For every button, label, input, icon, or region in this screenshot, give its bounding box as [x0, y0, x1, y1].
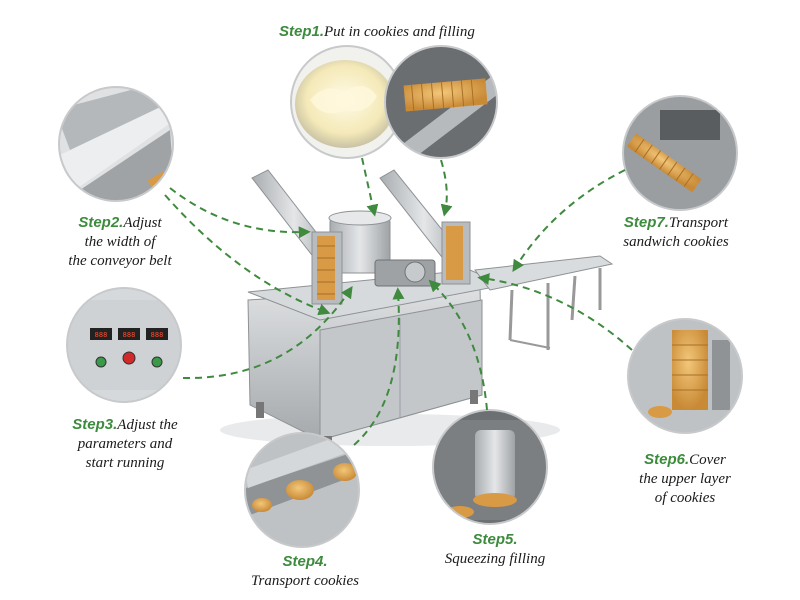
inset-sandwich-output — [622, 95, 738, 211]
display-1: 888 — [95, 331, 108, 339]
inset-control-panel: 888 888 888 — [66, 287, 182, 403]
step3-line-2: start running — [85, 455, 165, 471]
arrow-step7 — [512, 169, 626, 273]
step3-number: Step3. — [72, 416, 118, 433]
step3-line-1: parameters and — [77, 436, 173, 452]
inset-cookies-on-belt — [244, 432, 360, 548]
sandwich-cookie-machine — [220, 169, 614, 450]
inset-filling-bowl — [290, 45, 404, 159]
step5-line-1: Squeezing filling — [444, 551, 546, 567]
step4-line-1: Transport cookies — [251, 573, 359, 589]
step7-label: Step7.Transport sandwich cookies — [596, 213, 756, 252]
arrow-step5 — [428, 279, 488, 411]
step3-text: Adjust the — [117, 417, 178, 433]
step5-label: Step5. Squeezing filling — [420, 530, 570, 569]
step6-line-1: the upper layer — [639, 471, 731, 487]
step6-line-2: of cookies — [654, 490, 716, 506]
cookie-stack-left — [317, 236, 335, 300]
arrow-step1a — [361, 157, 379, 217]
step7-line-1: sandwich cookies — [623, 234, 729, 250]
step3-label: Step3.Adjust the parameters and start ru… — [45, 415, 205, 473]
arrow-step6 — [477, 273, 633, 351]
arrow-step2b — [164, 194, 331, 316]
step2-line-2: the conveyor belt — [68, 253, 172, 269]
arrow-step3 — [182, 286, 353, 380]
step7-text: Transport — [668, 215, 729, 231]
step1-text: Put in cookies and filling — [324, 24, 475, 40]
inset-cookie-feeder — [384, 45, 498, 159]
step2-number: Step2. — [78, 214, 124, 231]
inset-conveyor-width — [58, 86, 174, 202]
step4-label: Step4. Transport cookies — [220, 552, 390, 591]
step6-number: Step6. — [644, 451, 690, 468]
step5-number: Step5. — [472, 531, 518, 548]
step2-text: Adjust — [123, 215, 162, 231]
arrow-step1b — [440, 159, 453, 217]
inset-filling-roller — [432, 409, 548, 525]
step6-text: Cover — [689, 452, 726, 468]
inset-upper-layer — [627, 318, 743, 434]
step6-label: Step6.Cover the upper layer of cookies — [605, 450, 765, 508]
step4-number: Step4. — [282, 553, 328, 570]
step1-label: Step1.Put in cookies and filling — [279, 22, 549, 42]
arrow-step2a — [169, 187, 311, 239]
display-3: 888 — [151, 331, 164, 339]
step1-number: Step1. — [279, 23, 325, 40]
display-2: 888 — [123, 331, 136, 339]
step7-number: Step7. — [623, 214, 669, 231]
step2-label: Step2.Adjust the width of the conveyor b… — [40, 213, 200, 271]
flow-arrows — [164, 157, 633, 446]
arrow-step4 — [353, 287, 405, 446]
step2-line-1: the width of — [84, 234, 156, 250]
